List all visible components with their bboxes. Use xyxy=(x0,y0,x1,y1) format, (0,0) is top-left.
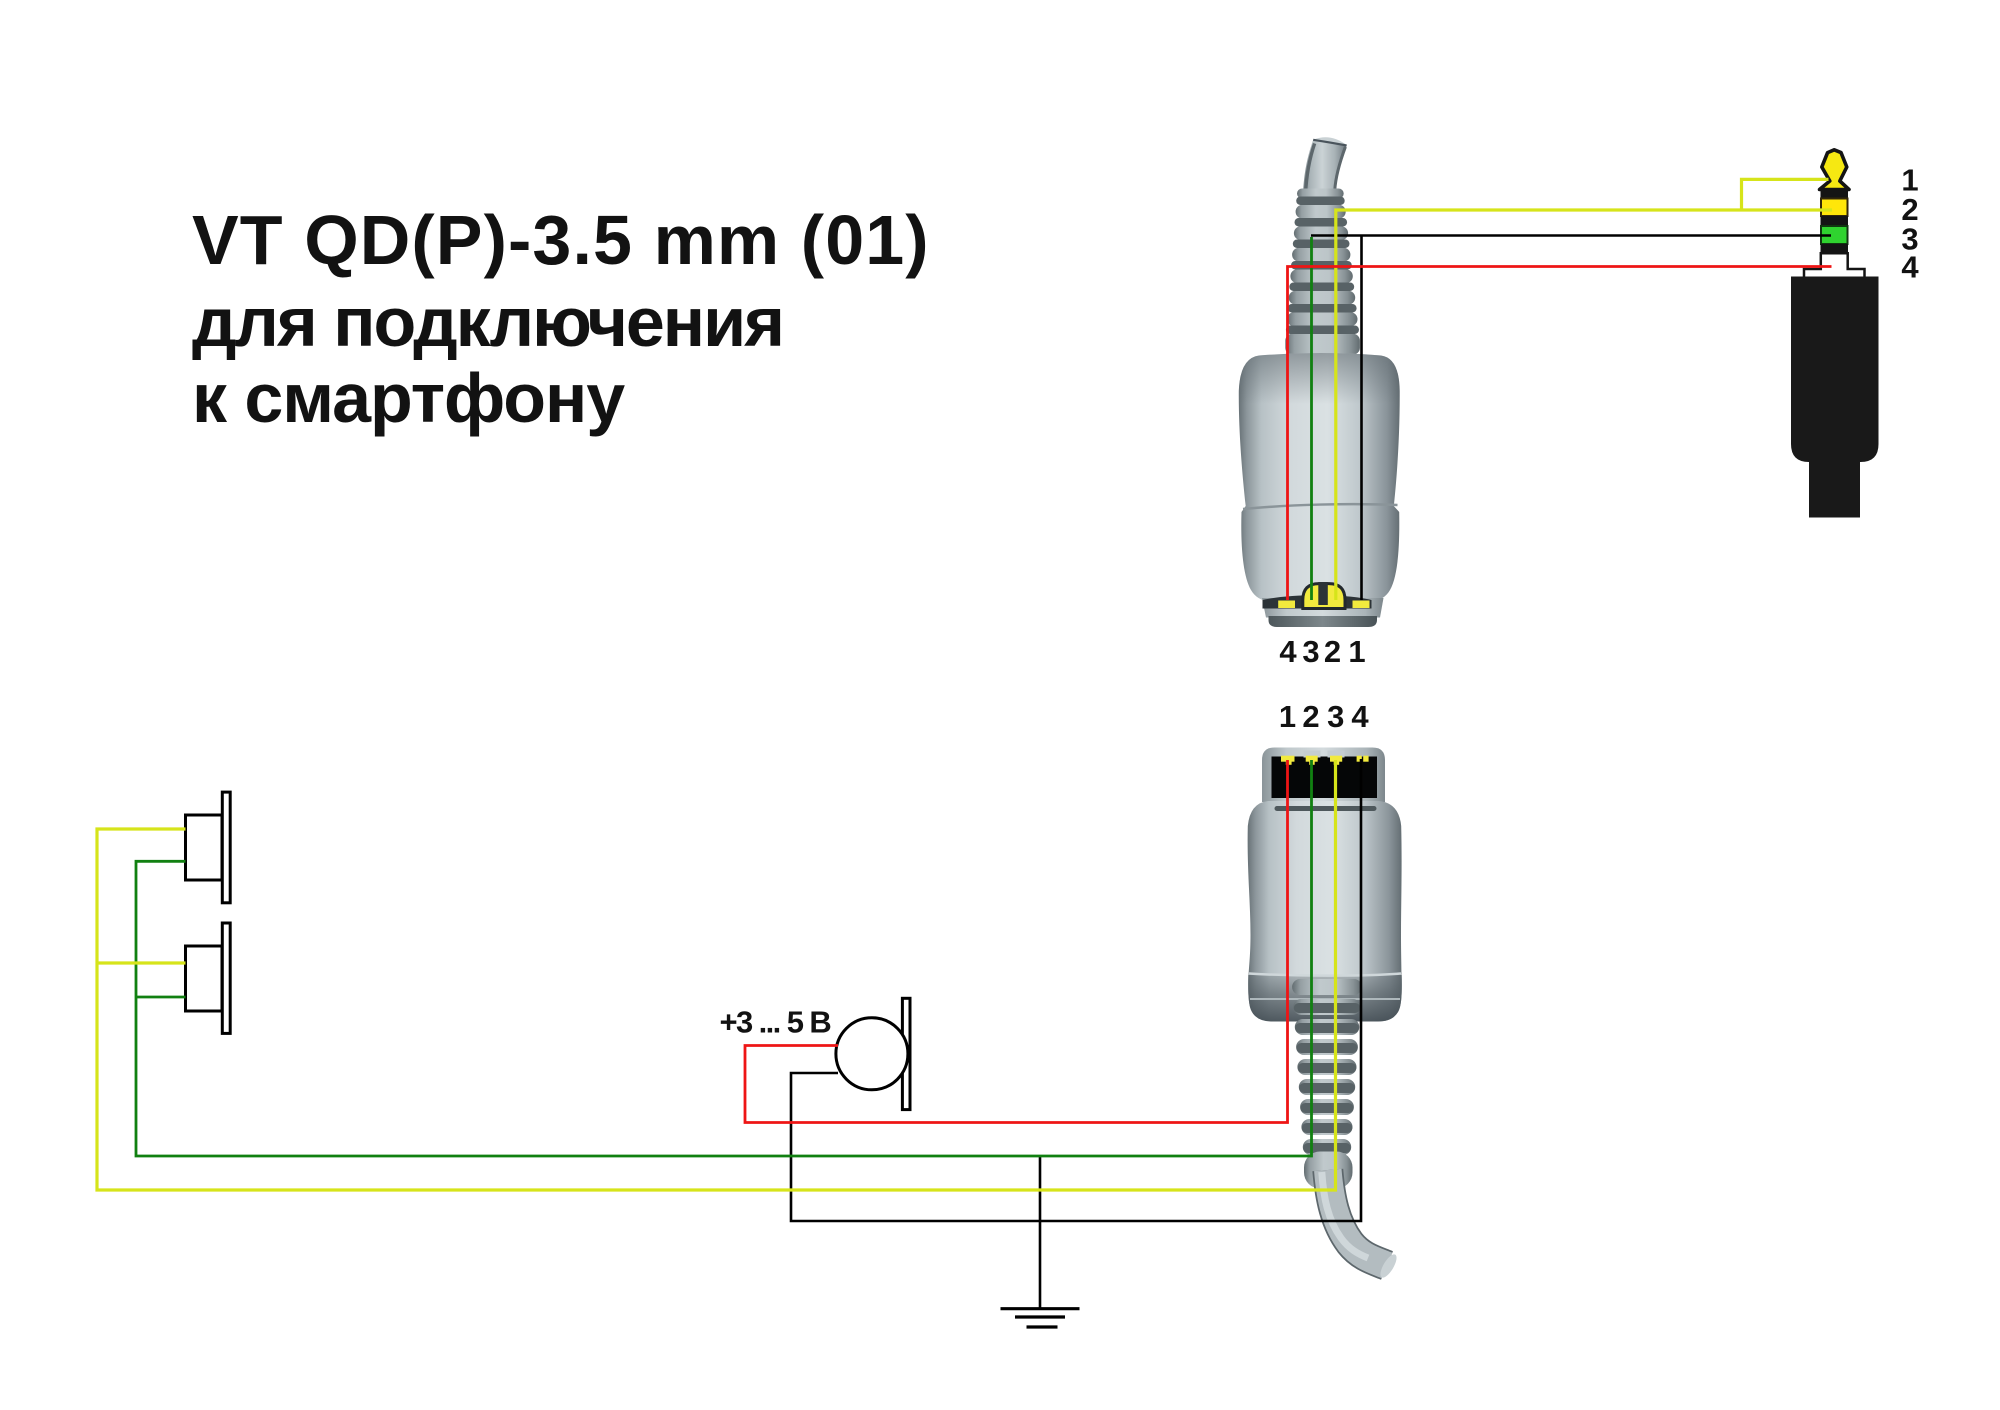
svg-text:VT QD(P)-3.5 mm (01): VT QD(P)-3.5 mm (01) xyxy=(192,201,930,279)
svg-text:к смартфону: к смартфону xyxy=(192,359,625,437)
svg-text:1: 1 xyxy=(1348,634,1365,669)
svg-text:2: 2 xyxy=(1302,699,1319,734)
svg-text:2: 2 xyxy=(1901,192,1918,227)
svg-text:3: 3 xyxy=(1901,222,1918,257)
svg-text:1: 1 xyxy=(1279,699,1296,734)
svg-text:2: 2 xyxy=(1324,634,1341,669)
svg-text:1: 1 xyxy=(1901,163,1918,198)
svg-text:4: 4 xyxy=(1901,250,1919,285)
svg-text:4: 4 xyxy=(1279,634,1297,669)
svg-text:3: 3 xyxy=(1327,699,1344,734)
svg-text:+3 ... 5 В: +3 ... 5 В xyxy=(720,1005,831,1040)
svg-text:для подключения: для подключения xyxy=(192,283,783,361)
svg-text:4: 4 xyxy=(1351,699,1369,734)
svg-text:3: 3 xyxy=(1302,634,1319,669)
